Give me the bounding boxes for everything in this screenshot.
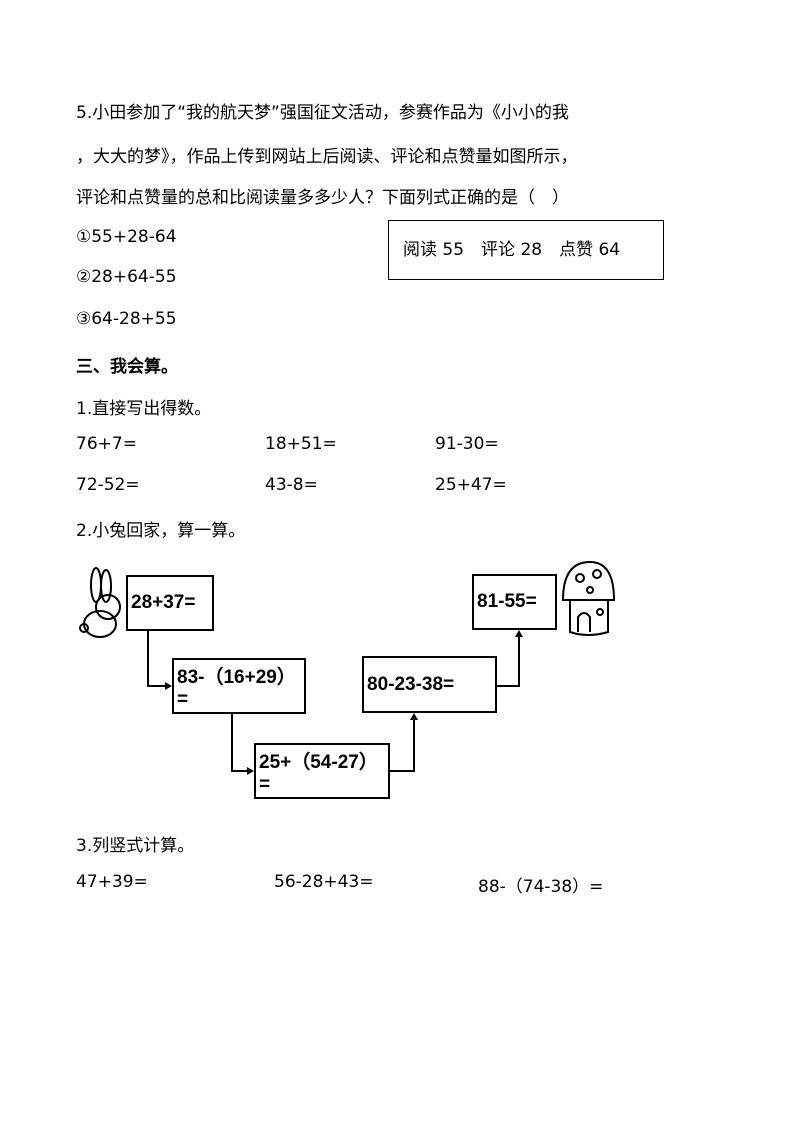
vertical-calc-item: 56-28+43= — [274, 872, 374, 892]
step-box-4: 80-23-38= — [362, 656, 497, 713]
calc-item: 18+51= — [265, 434, 337, 454]
step-box-1: 28+37= — [126, 575, 214, 631]
q5-line2: ，大大的梦》，作品上传到网站上后阅读、评论和点赞量如图所示， — [76, 147, 578, 167]
vertical-calc-item: 88-（74-38）= — [478, 877, 604, 897]
step-box-5: 81-55= — [472, 574, 557, 630]
part1-title: 1.直接写出得数。 — [76, 399, 212, 419]
part2-title: 2.小兔回家，算一算。 — [76, 521, 246, 541]
q5-option-2: ②28+64-55 — [76, 267, 177, 287]
q5-line3: 评论和点赞量的总和比阅读量多多少人？下面列式正确的是（ ） — [76, 188, 569, 208]
stats-box: 阅读 55 评论 28 点赞 64 — [388, 220, 664, 280]
part3-title: 3.列竖式计算。 — [76, 836, 195, 856]
vertical-calc-item: 47+39= — [76, 872, 148, 892]
calc-item: 25+47= — [435, 475, 507, 495]
step-box-2: 83-（16+29）= — [172, 658, 306, 714]
stats-text: 阅读 55 评论 28 点赞 64 — [403, 240, 621, 260]
calc-item: 72-52= — [76, 475, 140, 495]
q5-option-3: ③64-28+55 — [76, 309, 177, 329]
calc-item: 76+7= — [76, 434, 137, 454]
q5-option-1: ①55+28-64 — [76, 227, 177, 247]
q5-line1: 5.小田参加了“我的航天梦”强国征文活动，参赛作品为《小小的我 — [76, 103, 569, 123]
mushroom-house-icon — [561, 560, 616, 636]
section-title: 三、我会算。 — [76, 357, 178, 377]
rabbit-icon — [79, 567, 121, 638]
calc-item: 91-30= — [435, 434, 499, 454]
step-box-3: 25+（54-27）= — [254, 743, 390, 799]
calc-item: 43-8= — [265, 475, 318, 495]
